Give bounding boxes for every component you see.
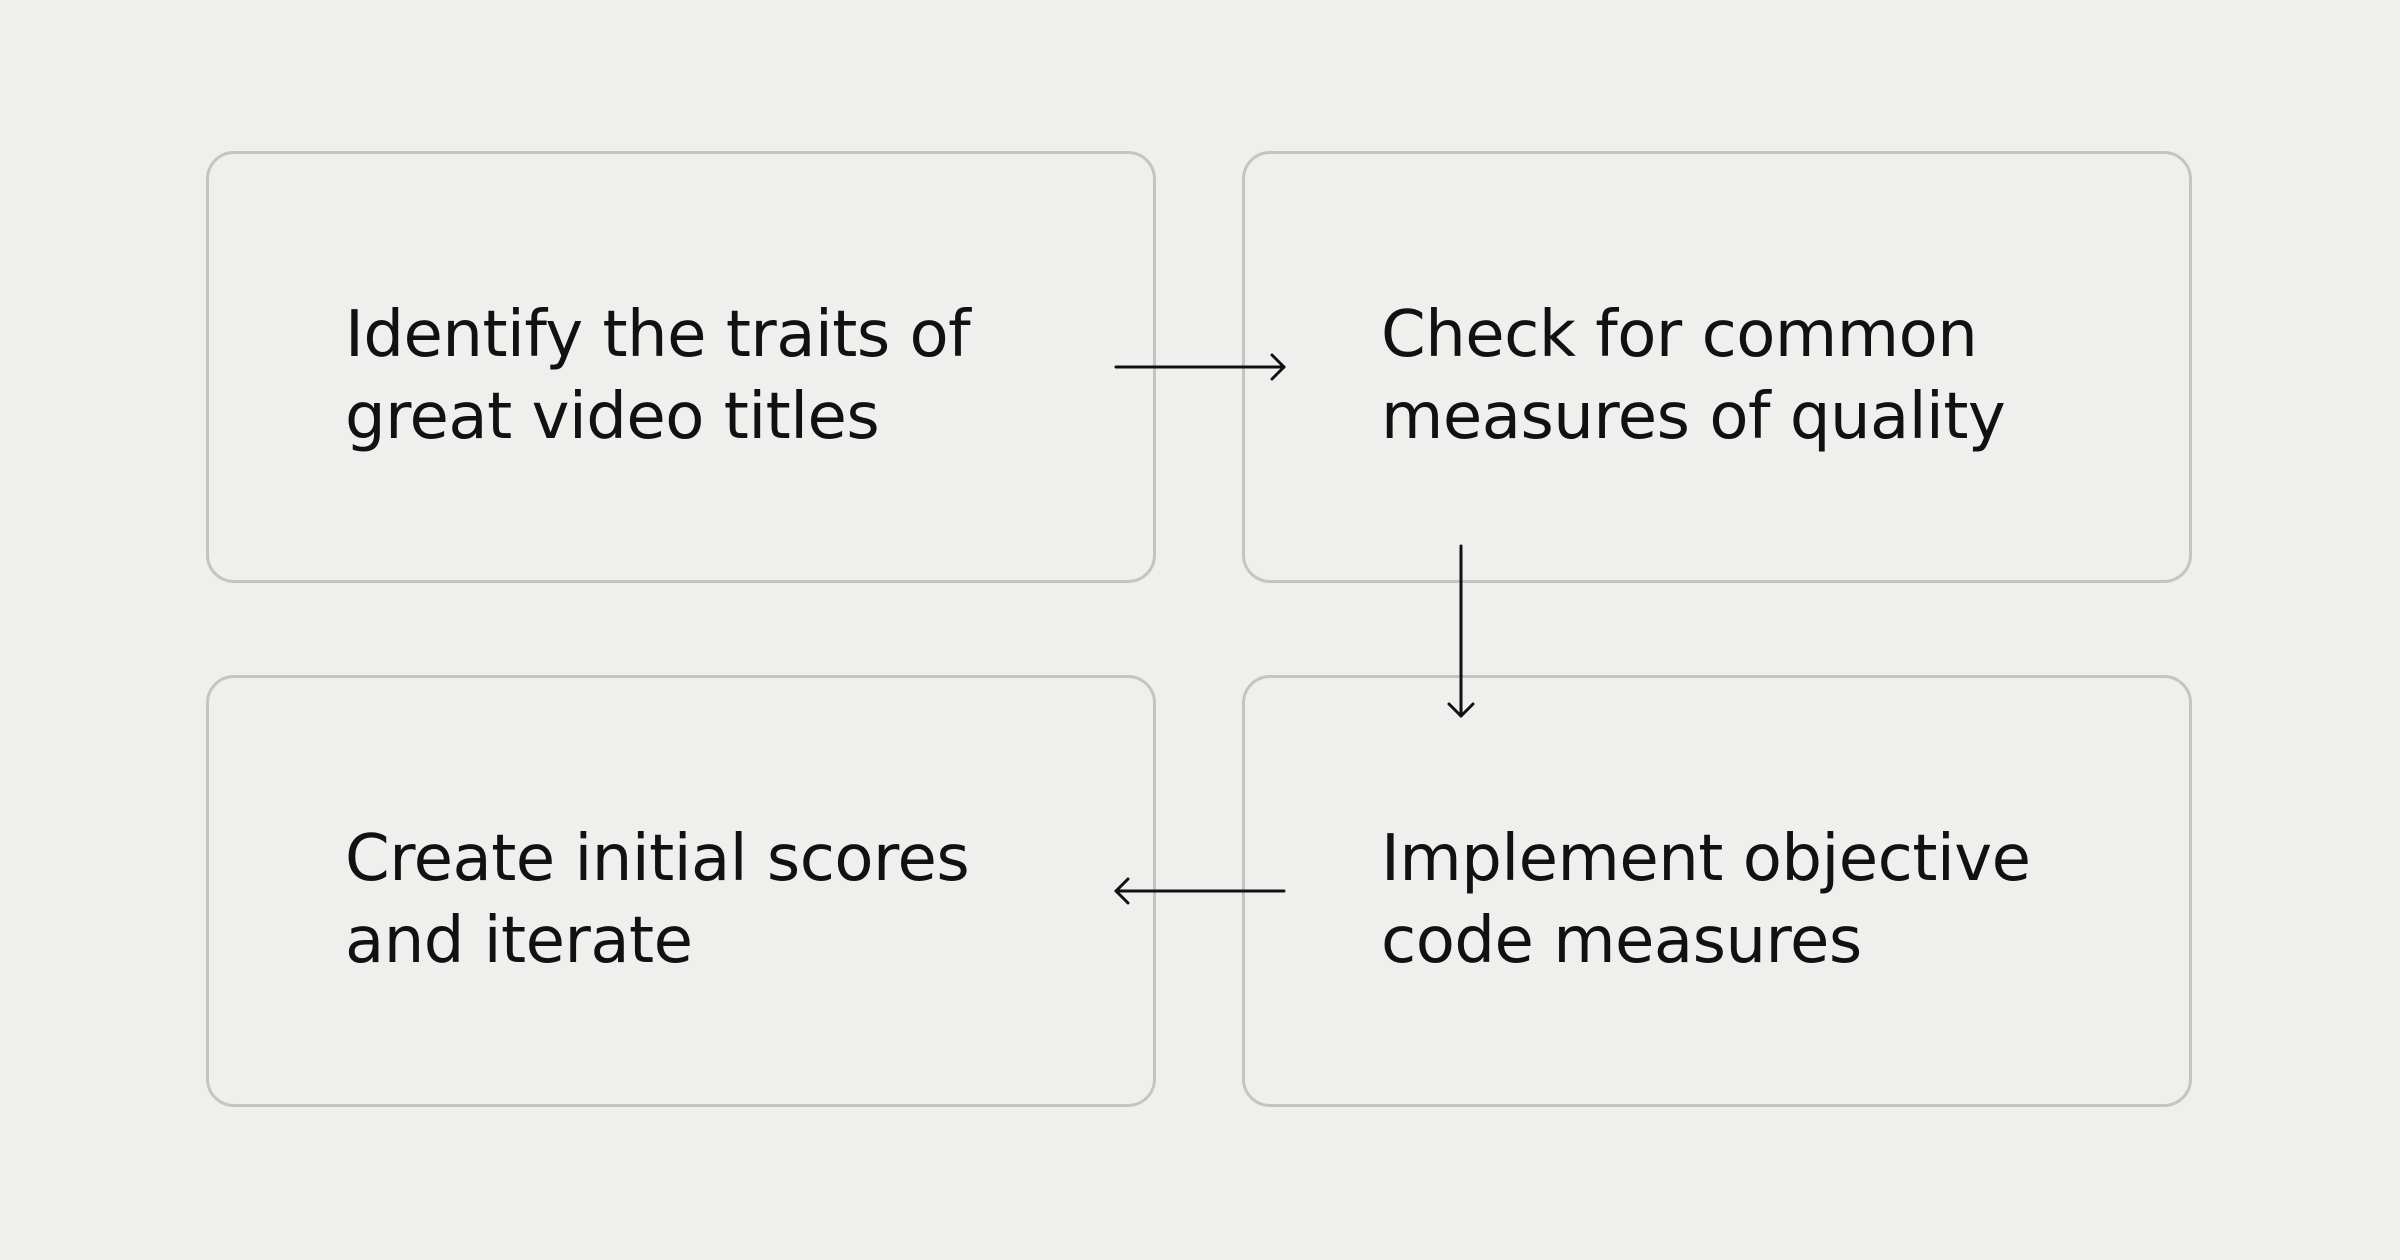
step-label: Check for common measures of quality xyxy=(1381,298,2006,454)
step-box-create-scores: Create initial scores and iterate xyxy=(206,675,1156,1107)
step-label: Implement objective code measures xyxy=(1381,822,2031,978)
step-label: Identify the traits of great video title… xyxy=(345,298,971,454)
step-box-identify-traits: Identify the traits of great video title… xyxy=(206,151,1156,583)
step-box-check-quality: Check for common measures of quality xyxy=(1242,151,2192,583)
step-label: Create initial scores and iterate xyxy=(345,822,970,978)
step-box-implement-measures: Implement objective code measures xyxy=(1242,675,2192,1107)
